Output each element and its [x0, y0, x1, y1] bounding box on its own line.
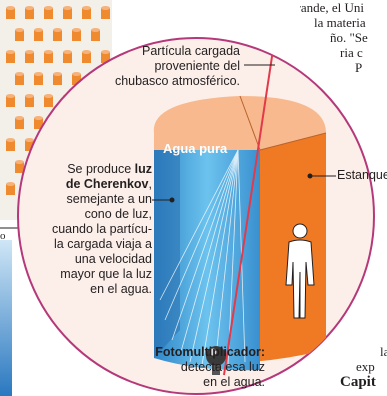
- small-tank-top: [6, 50, 15, 54]
- water-label: Agua pura: [163, 141, 228, 156]
- small-tank-top: [34, 28, 43, 32]
- cherenkov-label: Se produce luz de Cherenkov, semejante a…: [51, 162, 152, 296]
- small-tank-top: [91, 28, 100, 32]
- small-tank-top: [44, 6, 53, 10]
- small-tank: [82, 52, 91, 63]
- small-tank: [101, 52, 110, 63]
- small-tank: [63, 52, 72, 63]
- small-tank-top: [53, 72, 62, 76]
- small-tank: [6, 96, 15, 107]
- small-tank: [44, 52, 53, 63]
- small-tank: [25, 96, 34, 107]
- small-tank: [34, 74, 43, 85]
- small-tank-top: [34, 72, 43, 76]
- human-figure: [285, 223, 315, 319]
- small-tank: [82, 8, 91, 19]
- small-tank-top: [6, 6, 15, 10]
- small-tank-top: [25, 50, 34, 54]
- small-tank: [72, 30, 81, 41]
- small-tank: [15, 118, 24, 129]
- small-tank-top: [101, 50, 110, 54]
- small-tank: [15, 162, 24, 173]
- small-tank-top: [72, 28, 81, 32]
- left-text-fragment: o: [0, 230, 6, 242]
- small-tank-top: [101, 6, 110, 10]
- small-tank: [6, 8, 15, 19]
- small-tank-top: [15, 116, 24, 120]
- tank-label: Estanque: [337, 168, 387, 182]
- small-tank-top: [63, 6, 72, 10]
- small-tank: [15, 30, 24, 41]
- small-tank: [6, 184, 15, 195]
- article-heading-fragment: Capit: [340, 374, 376, 390]
- small-tank-top: [82, 50, 91, 54]
- small-tank: [6, 52, 15, 63]
- small-tank: [25, 8, 34, 19]
- small-tank-top: [15, 72, 24, 76]
- small-tank-top: [72, 72, 81, 76]
- small-tank-top: [34, 116, 43, 120]
- small-tank: [101, 8, 110, 19]
- small-tank-top: [6, 182, 15, 186]
- particle-track: [223, 38, 277, 376]
- small-tank: [63, 8, 72, 19]
- small-tank-top: [25, 138, 34, 142]
- small-tank: [44, 8, 53, 19]
- small-tank: [25, 140, 34, 151]
- small-tank-top: [25, 94, 34, 98]
- tank-top: [153, 96, 326, 150]
- small-tank: [44, 96, 53, 107]
- small-tank-top: [6, 94, 15, 98]
- small-tank-top: [15, 28, 24, 32]
- small-tank: [15, 74, 24, 85]
- small-tank: [72, 74, 81, 85]
- small-tank-top: [25, 6, 34, 10]
- small-tank: [53, 74, 62, 85]
- article-fragment-top: grande, el Uni la materia ño. "Se ria c …: [300, 0, 368, 75]
- small-tank: [34, 118, 43, 129]
- small-tank-top: [6, 138, 15, 142]
- particle-label: Partícula cargada proveniente del chubas…: [114, 44, 240, 88]
- left-photo-fragment: [0, 240, 12, 396]
- small-tank-top: [44, 94, 53, 98]
- small-tank-top: [63, 50, 72, 54]
- small-tank: [91, 30, 100, 41]
- small-tank: [53, 30, 62, 41]
- photomultiplier-label: Fotomultiplicador: detecta esa luz en el…: [155, 345, 265, 389]
- small-tank-top: [82, 6, 91, 10]
- small-tank: [25, 52, 34, 63]
- small-tank-top: [15, 160, 24, 164]
- small-tank: [34, 30, 43, 41]
- small-tank: [6, 140, 15, 151]
- cherenkov-light-cone: [159, 149, 246, 367]
- small-tank-top: [44, 50, 53, 54]
- article-fragment-bottom: la exp: [356, 344, 387, 374]
- small-tank-top: [53, 28, 62, 32]
